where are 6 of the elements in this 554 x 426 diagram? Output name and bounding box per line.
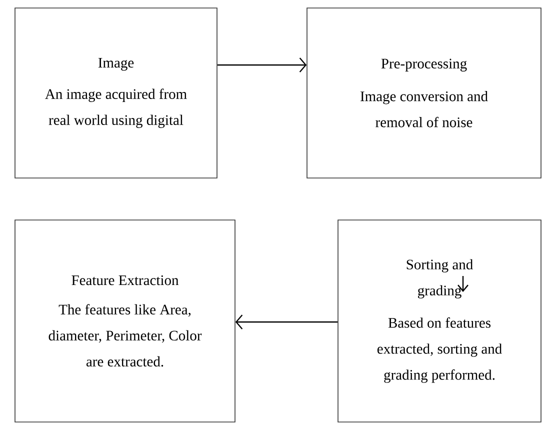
arrow xyxy=(217,58,307,72)
process-box: Image An image acquired from real world using digital xyxy=(14,8,218,178)
process-box: Pre-processing Image conversion and removal of noise xyxy=(306,8,542,178)
process-box: Feature Extraction The features like Area, diameter, Perimeter, Color are extracted. xyxy=(14,220,236,422)
process-box: Sorting and grading Based on features extracted, sorting and grading performed. xyxy=(338,220,542,422)
arrow xyxy=(235,314,338,330)
